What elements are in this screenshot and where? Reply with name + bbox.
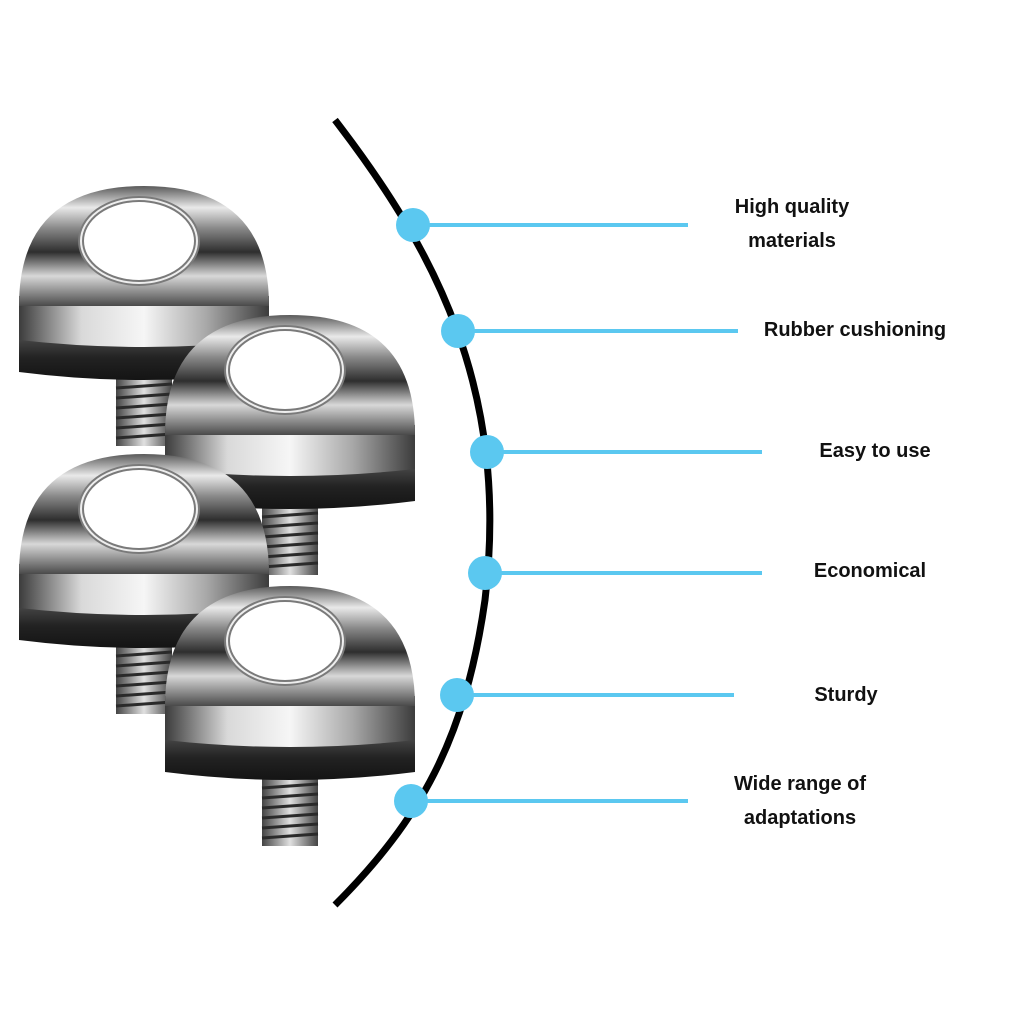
feature-label-6-line-2: adaptations [743,807,857,829]
feature-label-6-line-1: Wide range of [733,773,867,795]
feature-label-5: Sturdy [786,678,906,712]
feature-label-4-line-1: Economical [813,560,927,582]
connector-dot-3 [470,435,504,469]
connector-dot-2 [441,314,475,348]
feature-label-2-line-1: Rubber cushioning [763,319,947,341]
strap-ring-4 [165,586,415,846]
connector-dot-1 [396,208,430,242]
feature-label-4: Economical [795,554,945,588]
feature-label-1-line-1: High quality [734,196,850,218]
connector-dot-5 [440,678,474,712]
feature-label-1: High quality materials [712,190,872,258]
connector-dot-6 [394,784,428,818]
feature-label-5-line-1: Sturdy [814,684,878,706]
connector-dot-4 [468,556,502,590]
feature-label-3-line-1: Easy to use [819,440,931,462]
feature-label-1-line-2: materials [748,230,836,252]
feature-label-2: Rubber cushioning [750,313,960,347]
feature-connectors [394,208,762,818]
feature-label-3: Easy to use [800,434,950,468]
feature-label-6: Wide range of adaptations [705,767,895,835]
